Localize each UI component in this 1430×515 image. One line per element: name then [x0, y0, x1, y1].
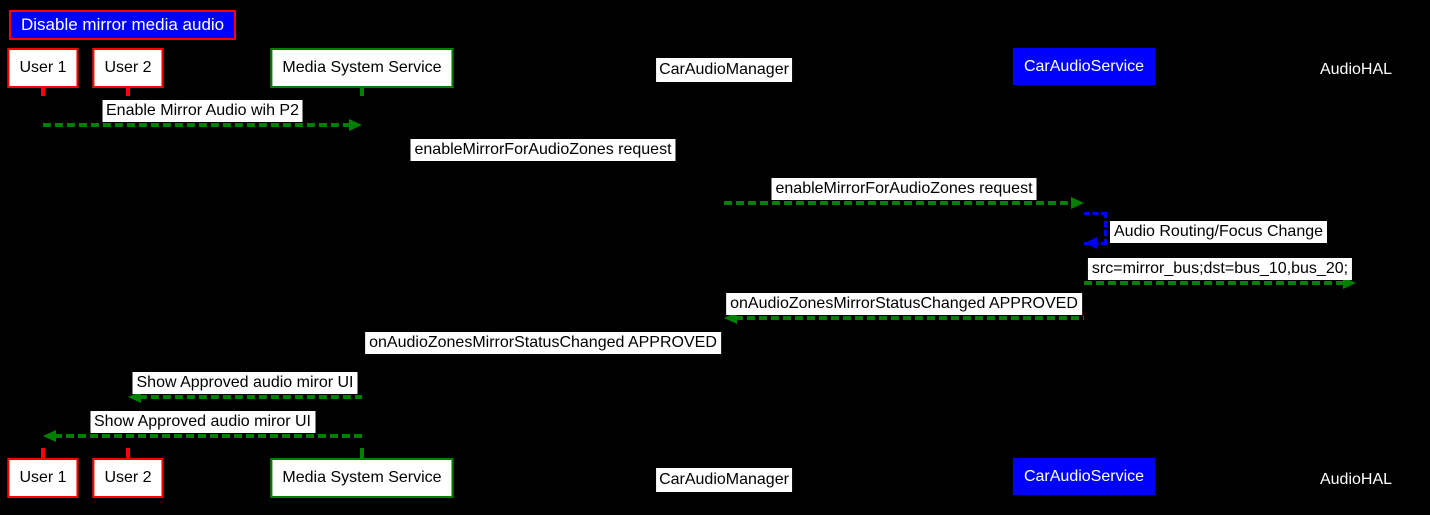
- message-label: Show Approved audio miror UI: [132, 372, 358, 394]
- message-arrowhead: [1343, 277, 1356, 289]
- participant-bottom-mss: Media System Service: [270, 458, 454, 498]
- lifeline-cas: [1083, 96, 1085, 448]
- message-arrow-line: [1084, 281, 1345, 285]
- message-label: Show Approved audio miror UI: [90, 411, 315, 433]
- participant-bottom-user1: User 1: [7, 458, 79, 498]
- participant-top-user1: User 1: [7, 48, 79, 88]
- message-label: onAudioZonesMirrorStatusChanged APPROVED: [365, 332, 721, 354]
- lifeline-stub-user2-top: [126, 88, 130, 96]
- message-label: onAudioZonesMirrorStatusChanged APPROVED: [726, 293, 1082, 315]
- message-arrowhead: [128, 391, 141, 403]
- participant-top-cas: CarAudioService: [1012, 48, 1156, 85]
- participant-bottom-cas: CarAudioService: [1012, 458, 1156, 495]
- message-arrow-line: [43, 123, 351, 127]
- message-arrowhead: [724, 312, 737, 324]
- message-arrowhead: [1071, 197, 1084, 209]
- diagram-title: Disable mirror media audio: [9, 10, 237, 40]
- lifeline-stub-user1-top: [41, 88, 45, 96]
- message-label: enableMirrorForAudioZones request: [771, 178, 1037, 200]
- message-arrow-line: [373, 355, 724, 359]
- message-label: Audio Routing/Focus Change: [1110, 221, 1328, 243]
- message-arrowhead: [711, 158, 724, 170]
- message-arrow-line: [735, 316, 1084, 320]
- lifeline-hal: [1355, 96, 1357, 448]
- participant-top-hal: AudioHAL: [1319, 61, 1393, 78]
- participant-top-user2: User 2: [92, 48, 164, 88]
- participant-top-cam: CarAudioManager: [656, 58, 792, 82]
- lifeline-user1: [42, 96, 44, 448]
- message-arrowhead: [349, 119, 362, 131]
- participant-bottom-user2: User 2: [92, 458, 164, 498]
- lifeline-user2: [127, 96, 129, 448]
- message-arrow-line: [139, 395, 362, 399]
- participant-bottom-hal: AudioHAL: [1319, 471, 1393, 488]
- message-arrow-line: [724, 201, 1073, 205]
- lifeline-stub-user1-bottom: [41, 448, 45, 458]
- message-label: enableMirrorForAudioZones request: [410, 139, 676, 161]
- lifeline-stub-user2-bottom: [126, 448, 130, 458]
- message-arrowhead: [43, 430, 56, 442]
- message-arrow-line: [54, 434, 362, 438]
- lifeline-mss: [361, 96, 363, 448]
- message-label: src=mirror_bus;dst=bus_10,bus_20;: [1087, 258, 1353, 280]
- message-arrow-line: [362, 162, 713, 166]
- message-arrowhead: [362, 351, 375, 363]
- lifeline-cam: [723, 96, 725, 448]
- participant-top-mss: Media System Service: [270, 48, 454, 88]
- participant-bottom-cam: CarAudioManager: [656, 468, 792, 492]
- message-label: Enable Mirror Audio wih P2: [102, 100, 303, 122]
- lifeline-stub-mss-bottom: [360, 448, 364, 458]
- self-message-arrowhead: [1085, 237, 1097, 249]
- lifeline-stub-mss-top: [360, 88, 364, 96]
